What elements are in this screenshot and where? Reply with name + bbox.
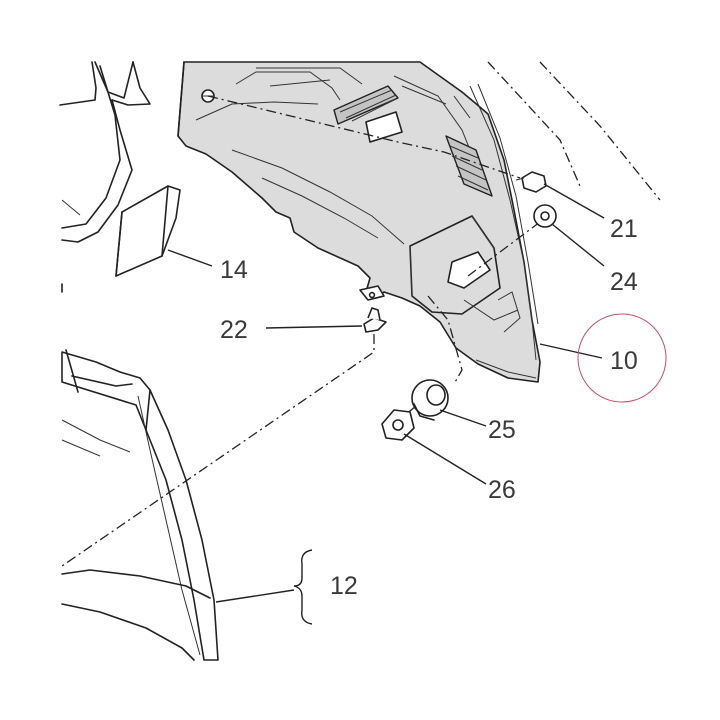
part-26-hex-nut [381,409,415,441]
part-24-washer [533,204,557,228]
leader-lines [167,183,605,625]
part-25-grommet [411,379,449,421]
callout-21: 21 [610,215,638,243]
callout-10: 10 [610,347,638,375]
callout-14: 14 [220,256,248,284]
part-12-shroud [61,349,219,661]
callout-25: 25 [488,416,516,444]
callout-24: 24 [610,268,638,296]
highlight-circle [577,313,667,403]
part-21-screw [515,171,547,193]
callout-12: 12 [330,572,358,600]
callout-26: 26 [488,476,516,504]
part-10-trim-panel [177,61,541,383]
callout-22: 22 [220,316,248,344]
part-14-pad [115,185,181,277]
bracket-frame-top-left [59,61,151,293]
part-22-clip [363,307,387,333]
